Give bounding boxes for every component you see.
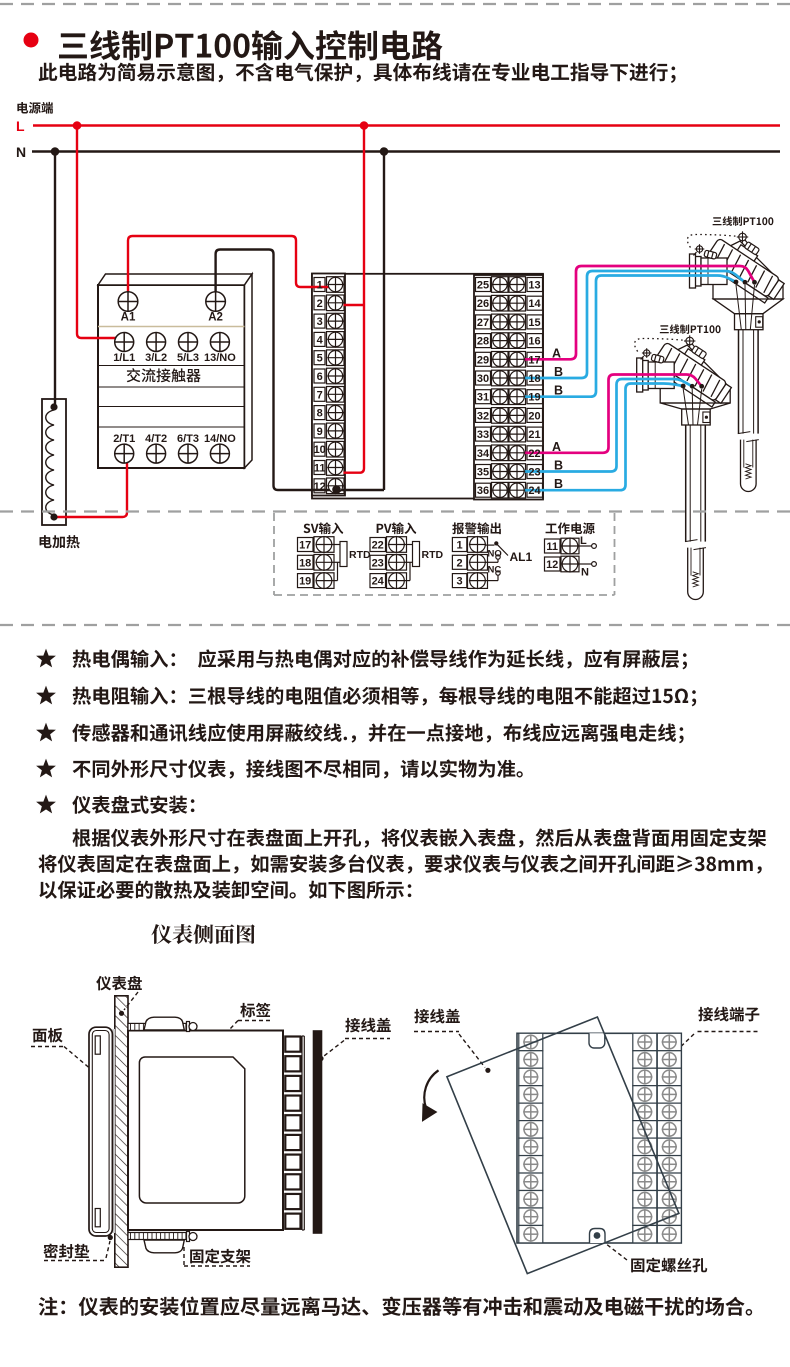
svg-text:N: N <box>16 144 26 160</box>
svg-text:A1: A1 <box>121 312 136 324</box>
svg-text:22: 22 <box>528 448 540 460</box>
svg-text:27: 27 <box>477 317 489 329</box>
svg-text:12: 12 <box>314 481 326 493</box>
svg-text:29: 29 <box>477 354 489 366</box>
svg-text:18: 18 <box>528 373 540 385</box>
svg-text:6: 6 <box>317 371 323 383</box>
svg-text:NC: NC <box>488 564 502 575</box>
svg-text:17: 17 <box>299 540 311 552</box>
svg-text:2/T1: 2/T1 <box>113 433 135 445</box>
svg-text:11: 11 <box>314 463 326 475</box>
svg-text:19: 19 <box>299 576 311 588</box>
svg-text:23: 23 <box>528 467 540 479</box>
svg-text:18: 18 <box>299 557 311 569</box>
svg-text:33: 33 <box>477 429 489 441</box>
svg-text:11: 11 <box>546 541 558 553</box>
svg-text:A: A <box>552 347 561 361</box>
svg-text:L: L <box>16 118 25 134</box>
svg-text:2: 2 <box>457 557 463 569</box>
svg-text:NO: NO <box>488 549 502 560</box>
svg-text:8: 8 <box>317 408 323 420</box>
svg-text:21: 21 <box>528 429 540 441</box>
svg-text:25: 25 <box>477 280 489 292</box>
svg-text:19: 19 <box>528 392 540 404</box>
svg-text:N: N <box>581 567 589 579</box>
svg-text:7: 7 <box>317 389 323 401</box>
svg-text:4: 4 <box>317 334 324 346</box>
svg-text:12: 12 <box>546 559 558 571</box>
svg-text:B: B <box>554 459 563 473</box>
svg-text:17: 17 <box>528 354 540 366</box>
svg-text:B: B <box>554 365 563 379</box>
svg-text:1: 1 <box>457 540 463 552</box>
svg-text:26: 26 <box>477 298 489 310</box>
svg-text:14: 14 <box>528 298 541 310</box>
svg-text:6/T3: 6/T3 <box>177 433 199 445</box>
svg-text:20: 20 <box>528 410 540 422</box>
svg-text:22: 22 <box>372 540 384 552</box>
svg-text:14/NO: 14/NO <box>204 433 236 445</box>
svg-text:1: 1 <box>317 280 323 292</box>
svg-text:16: 16 <box>528 336 540 348</box>
svg-text:34: 34 <box>477 448 490 460</box>
svg-text:4/T2: 4/T2 <box>145 433 167 445</box>
svg-text:1/L1: 1/L1 <box>113 352 135 364</box>
svg-text:3/L2: 3/L2 <box>145 352 167 364</box>
svg-text:5/L3: 5/L3 <box>177 352 199 364</box>
svg-text:24: 24 <box>528 485 541 497</box>
svg-text:10: 10 <box>314 444 326 456</box>
svg-text:32: 32 <box>477 410 489 422</box>
svg-text:31: 31 <box>477 392 489 404</box>
svg-text:23: 23 <box>372 557 384 569</box>
svg-text:13/NO: 13/NO <box>204 352 236 364</box>
svg-text:13: 13 <box>528 280 540 292</box>
svg-text:36: 36 <box>477 485 489 497</box>
svg-text:3: 3 <box>457 576 463 588</box>
svg-text:L: L <box>580 535 587 547</box>
svg-text:B: B <box>554 477 563 491</box>
svg-text:A2: A2 <box>208 312 223 324</box>
svg-text:24: 24 <box>372 576 385 588</box>
svg-text:28: 28 <box>477 336 489 348</box>
svg-text:5: 5 <box>317 353 323 365</box>
svg-text:15: 15 <box>528 317 540 329</box>
svg-text:RTD: RTD <box>422 549 444 561</box>
svg-text:A: A <box>552 440 561 454</box>
svg-text:9: 9 <box>317 426 323 438</box>
svg-text:35: 35 <box>477 467 489 479</box>
svg-text:3: 3 <box>317 316 323 328</box>
svg-text:AL1: AL1 <box>510 550 533 564</box>
svg-text:30: 30 <box>477 373 489 385</box>
svg-text:B: B <box>554 384 563 398</box>
svg-text:2: 2 <box>317 298 323 310</box>
svg-text:RTD: RTD <box>349 549 371 561</box>
